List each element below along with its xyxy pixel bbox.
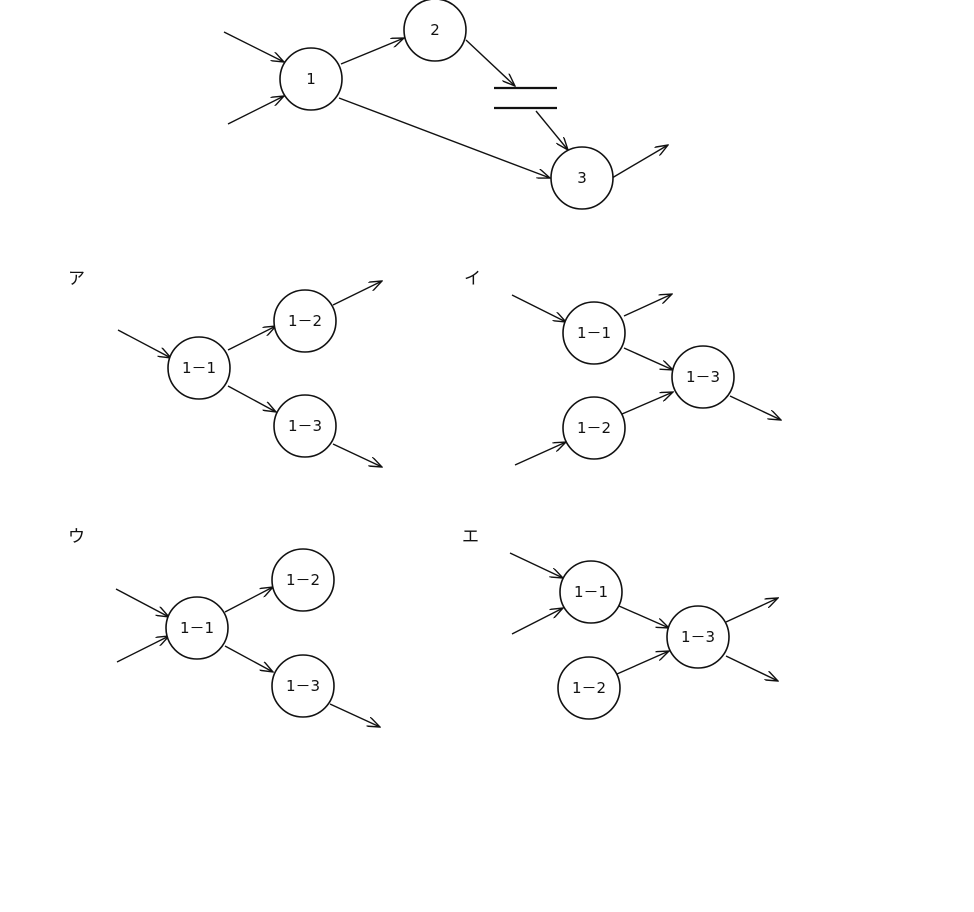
option-u-process-1-1-label: 1－1	[180, 619, 214, 637]
option-i-arrow-11-to-13	[623, 347, 673, 370]
option-e-label: エ	[462, 527, 479, 547]
main-arrows	[223, 31, 668, 179]
option-e-arrow-11-to-13	[618, 605, 669, 628]
option-a-arrow-12-out	[332, 281, 382, 306]
option-e-arrow-12-to-13	[616, 651, 669, 675]
option-e-process-1-1: 1－1	[559, 560, 623, 624]
option-u-arrow-13-out	[329, 703, 380, 727]
option-a-arrow-11-to-13	[227, 385, 276, 412]
option-e-arrows	[509, 552, 778, 681]
option-i-arrow-in-to-11	[511, 294, 566, 322]
option-u-arrow-11-to-12	[224, 587, 273, 613]
option-i-process-1-2: 1－2	[562, 396, 626, 460]
option-a-arrow-11-to-12	[227, 326, 276, 351]
option-u-process-1-3-label: 1－3	[286, 677, 320, 695]
arrow-in-upper-to-1	[223, 31, 284, 62]
option-e-process-1-1-label: 1－1	[574, 583, 608, 601]
option-a-process-1-2: 1－2	[273, 289, 337, 353]
option-i-arrow-13-out	[729, 395, 781, 420]
option-u-process-1-2-label: 1－2	[286, 571, 320, 589]
option-e-arrow-in-upper	[509, 552, 563, 578]
option-u-arrow-in-upper	[115, 588, 169, 617]
option-i-arrows	[511, 294, 781, 466]
option-a: ア 1－1 1－2 1－3	[68, 269, 382, 467]
option-a-arrow-13-out	[332, 443, 382, 467]
option-i-process-1-1: 1－1	[562, 301, 626, 365]
option-a-arrow-in	[117, 329, 171, 358]
option-e-arrow-in-lower	[511, 608, 563, 635]
option-a-process-1-3: 1－3	[273, 394, 337, 458]
option-e-process-1-3: 1－3	[666, 605, 730, 669]
arrow-1-to-3	[338, 97, 550, 178]
option-e-arrow-13-out-upper	[725, 598, 778, 623]
option-i-label: イ	[464, 269, 481, 289]
option-u-arrows	[115, 587, 380, 727]
arrow-3-out	[611, 145, 668, 179]
option-u-process-1-3: 1－3	[271, 654, 335, 718]
process-1-label: 1	[306, 70, 316, 88]
option-a-label: ア	[68, 269, 85, 289]
option-e-arrow-13-out-lower	[725, 655, 778, 681]
option-e-process-1-2-label: 1－2	[572, 679, 606, 697]
option-e: エ 1－1 1－2 1－3	[462, 527, 778, 720]
option-u: ウ 1－1 1－2 1－3	[68, 527, 380, 727]
process-3-label: 3	[577, 169, 587, 187]
option-a-process-1-3-label: 1－3	[288, 417, 322, 435]
option-e-process-1-2: 1－2	[557, 656, 621, 720]
option-e-process-1-3-label: 1－3	[681, 628, 715, 646]
option-u-process-1-1: 1－1	[165, 596, 229, 660]
option-u-arrow-11-to-13	[224, 645, 273, 672]
option-a-process-1-1: 1－1	[167, 336, 231, 400]
process-1: 1	[279, 47, 343, 111]
process-3: 3	[550, 146, 614, 210]
option-a-process-1-2-label: 1－2	[288, 312, 322, 330]
option-u-arrow-in-lower	[116, 636, 169, 663]
option-i-process-1-1-label: 1－1	[577, 324, 611, 342]
option-u-label: ウ	[68, 527, 85, 547]
option-u-process-1-2: 1－2	[271, 548, 335, 612]
option-i-process-1-3: 1－3	[671, 345, 735, 409]
option-i-process-1-3-label: 1－3	[686, 368, 720, 386]
option-i-arrow-12-to-13	[621, 392, 673, 415]
option-a-arrows	[117, 281, 382, 467]
arrow-2-to-store	[465, 39, 515, 86]
option-i-arrow-in-to-12	[514, 442, 566, 466]
process-2: 2	[403, 0, 467, 62]
process-2-label: 2	[430, 21, 440, 39]
option-i-arrow-11-out	[623, 294, 672, 317]
arrow-1-to-2	[340, 38, 404, 65]
option-i-process-1-2-label: 1－2	[577, 419, 611, 437]
option-i: イ 1－1 1－2 1－3	[464, 269, 781, 466]
data-store	[494, 86, 557, 110]
option-a-process-1-1-label: 1－1	[182, 359, 216, 377]
arrow-in-lower-to-1	[227, 96, 284, 125]
arrow-store-to-3	[535, 110, 568, 150]
main-diagram: 1 2 3	[223, 0, 668, 210]
